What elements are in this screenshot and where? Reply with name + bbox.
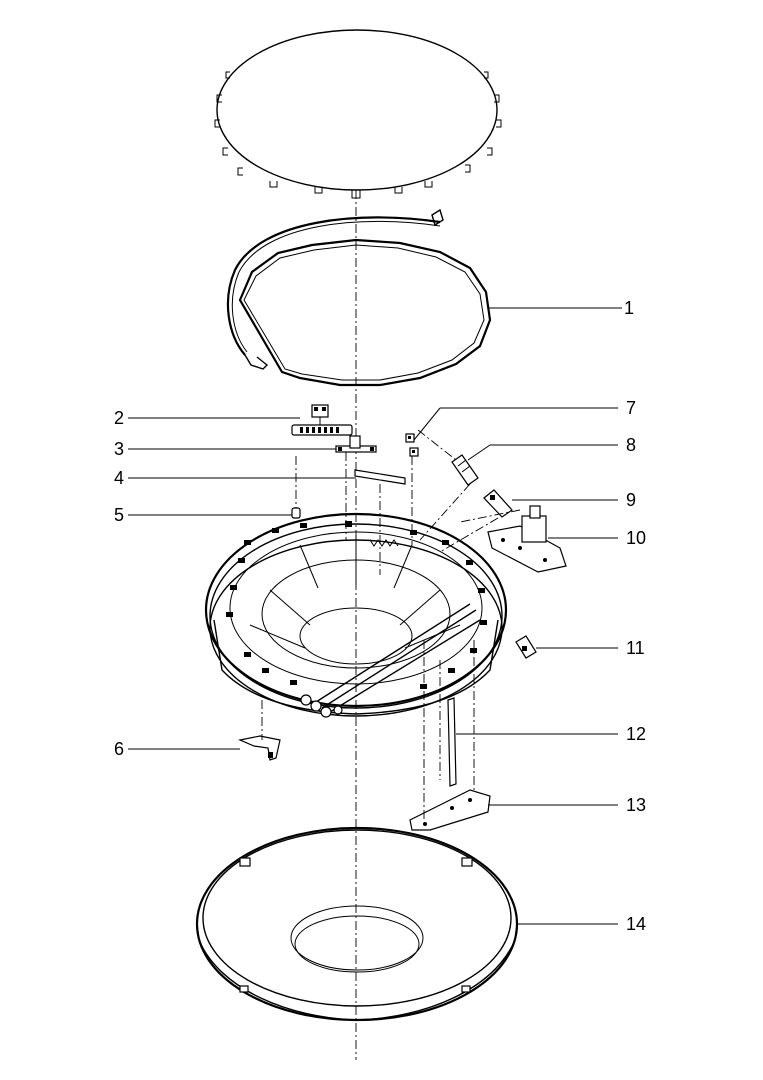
part-3-tee-fitting bbox=[335, 435, 377, 453]
callout-14: 14 bbox=[626, 914, 646, 934]
callout-12: 12 bbox=[626, 724, 646, 744]
part-2-manifold bbox=[291, 404, 353, 436]
main-bowl-assembly bbox=[204, 512, 508, 718]
callout-13: 13 bbox=[626, 795, 646, 815]
part-11-fitting bbox=[515, 635, 537, 659]
part-12-strip bbox=[447, 697, 457, 787]
callout-labels: 1 2 3 4 5 6 7 8 9 10 11 12 13 14 bbox=[114, 298, 646, 934]
callout-4: 4 bbox=[114, 468, 124, 488]
callout-10: 10 bbox=[626, 528, 646, 548]
callout-1: 1 bbox=[624, 298, 634, 318]
callout-3: 3 bbox=[114, 439, 124, 459]
part-5-nozzle bbox=[291, 507, 301, 519]
callout-6: 6 bbox=[114, 739, 124, 759]
part-10-bracket bbox=[487, 505, 567, 573]
callout-7: 7 bbox=[626, 398, 636, 418]
top-cover-plate bbox=[214, 29, 502, 199]
part-4-bar bbox=[354, 469, 406, 485]
part-8-connector bbox=[451, 454, 479, 486]
callout-9: 9 bbox=[626, 490, 636, 510]
part-6-clip bbox=[237, 735, 281, 761]
part-9-fitting bbox=[483, 489, 513, 518]
projection-lines bbox=[261, 429, 521, 820]
part-1-ring-band bbox=[226, 208, 492, 387]
part-7-elbow-fittings bbox=[405, 433, 419, 457]
callout-11: 11 bbox=[626, 638, 645, 658]
part-13-bracket-plate bbox=[409, 789, 491, 831]
callout-2: 2 bbox=[114, 408, 124, 428]
part-14-base-ring bbox=[195, 826, 519, 1022]
callout-5: 5 bbox=[114, 505, 124, 525]
leader-lines bbox=[128, 307, 622, 925]
callout-8: 8 bbox=[626, 435, 636, 455]
